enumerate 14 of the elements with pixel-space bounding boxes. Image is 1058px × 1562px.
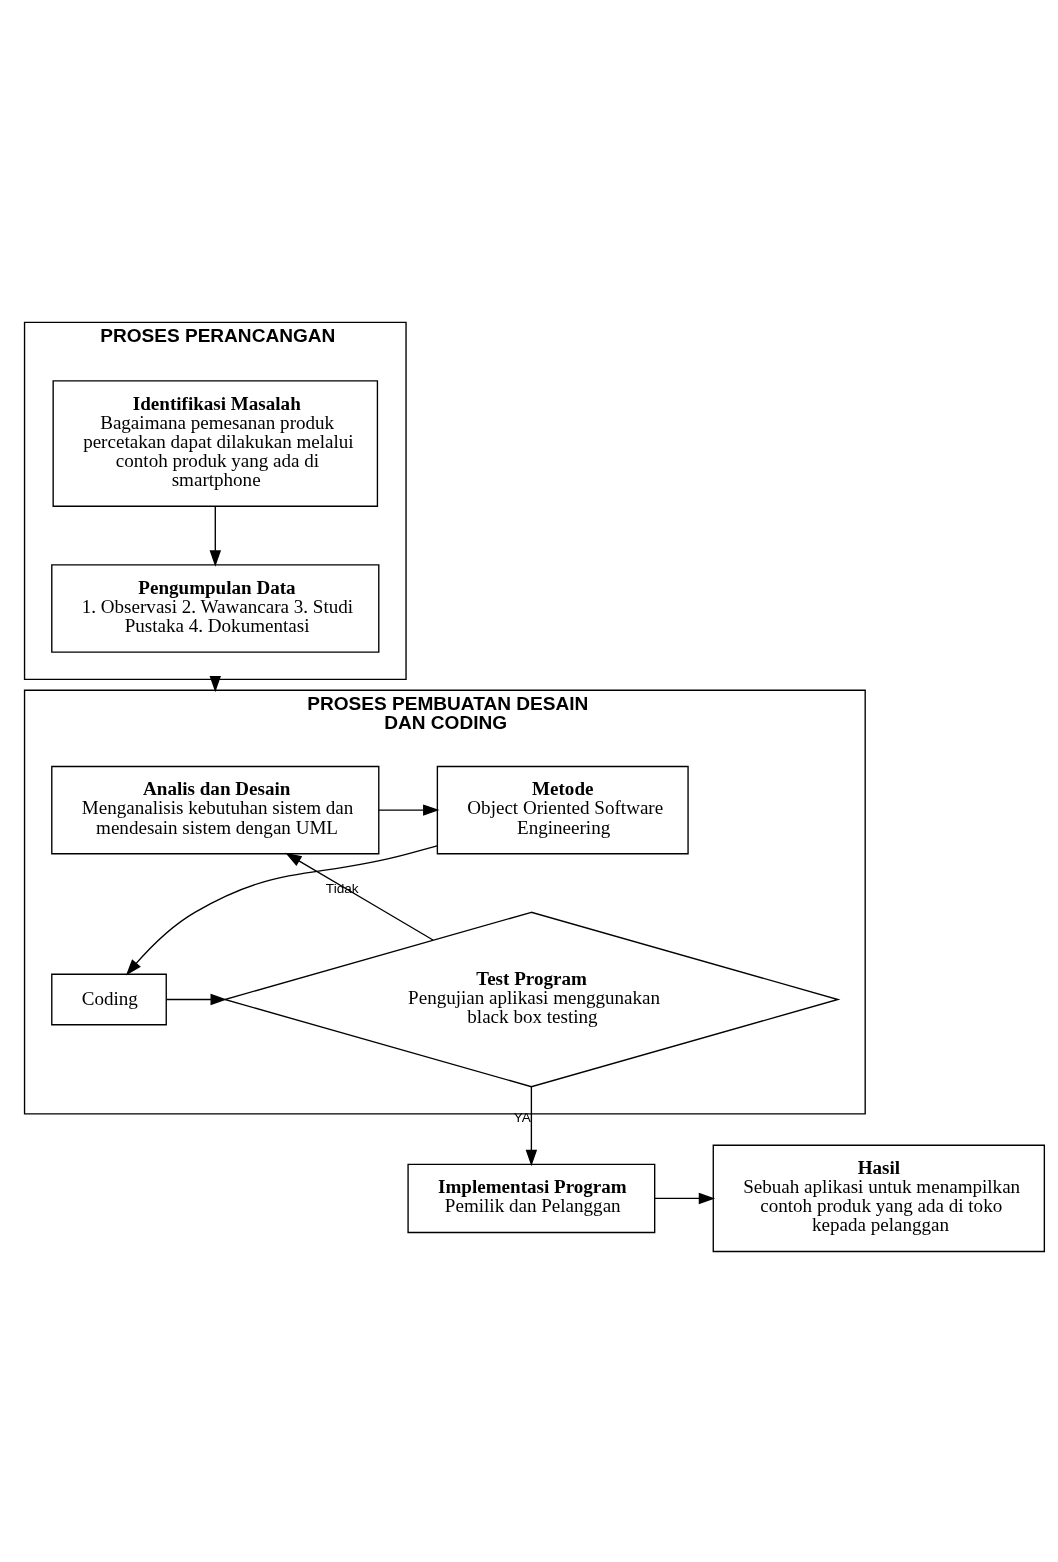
- node-box: Identifikasi Masalah Bagaimana pemesanan produk percetakan dapat dilakukan melalui contoh produk yang ada di smartphone: [52, 379, 379, 507]
- node-box: Metode Object Oriented Software Engineering: [436, 765, 689, 854]
- arrow: [125, 844, 438, 976]
- arrow: [378, 803, 440, 816]
- node-box: Pengumpulan Data 1. Observasi 2. Wawancara 3. Studi Pustaka 4. Dokumentasi: [51, 563, 380, 653]
- arrow: [654, 1192, 716, 1204]
- node-box: Implementasi Program Pemilik dan Pelanggan: [407, 1163, 656, 1233]
- node-box: Coding: [51, 973, 167, 1025]
- arrow: [165, 993, 227, 1005]
- arrow: [209, 505, 221, 567]
- node-box: Analis dan Desain Menganalisis kebutuhan sistem dan mendesain sistem dengan UML: [51, 765, 380, 854]
- arrow: [285, 852, 434, 941]
- arrow: [525, 1085, 538, 1166]
- node-box: Hasil Sebuah aplikasi untuk menampilkan contoh produk yang ada di toko kepada pelanggan: [712, 1144, 1046, 1252]
